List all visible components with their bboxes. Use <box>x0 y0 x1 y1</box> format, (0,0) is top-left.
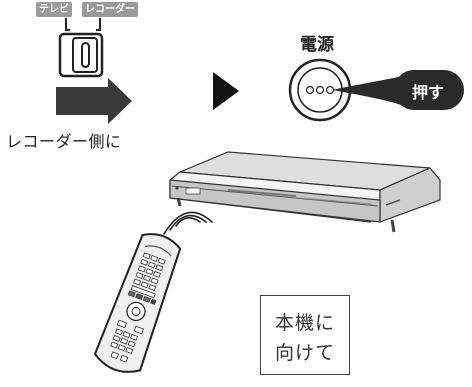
remote-control-icon <box>93 233 182 373</box>
switch-caption: レコーダー側に <box>6 132 122 151</box>
recorder-device-icon <box>169 151 441 233</box>
aim-line-1: 本機に <box>274 312 335 334</box>
slide-switch-icon <box>58 32 104 78</box>
recorder-label-tag: レコーダー <box>82 2 138 17</box>
press-label: 押す <box>412 83 445 102</box>
aim-line-2: 向けて <box>274 342 335 364</box>
tv-label-tag: テレビ <box>36 2 72 17</box>
slide-direction-arrow-icon <box>56 78 132 124</box>
press-bubble-icon <box>332 70 464 110</box>
power-button-icon <box>288 58 352 122</box>
aim-instruction-box: 本機に 向けて <box>260 295 350 375</box>
power-label: 電源 <box>300 35 334 55</box>
next-step-arrow-icon <box>213 72 239 110</box>
remote-signal-waves-icon <box>163 211 213 235</box>
switch-bracket <box>65 18 101 31</box>
